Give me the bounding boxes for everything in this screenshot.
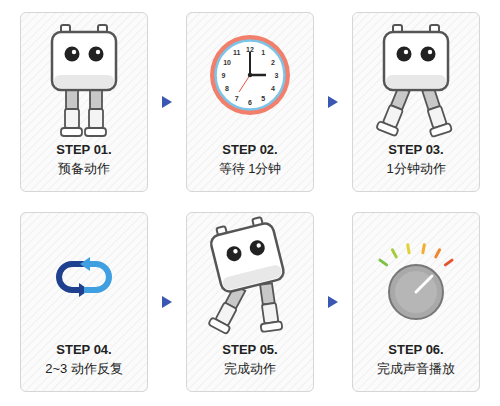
step-arrow [314, 96, 352, 108]
clock-number: 7 [235, 94, 239, 101]
robot-standing [52, 25, 116, 136]
card-ground [352, 12, 480, 192]
arrow-head [328, 96, 338, 108]
clock-number: 3 [275, 72, 279, 79]
step-card: STEP 03.1分钟动作 [352, 12, 480, 192]
step-card: STEP 06.完成声音播放 [352, 212, 480, 392]
clock-number: 5 [261, 94, 265, 101]
clock-number: 10 [223, 58, 231, 65]
step-number: STEP 05. [222, 341, 277, 359]
step-number: STEP 02. [222, 141, 277, 159]
step-label: 预备动作 [58, 159, 110, 178]
clock-number: 4 [271, 85, 275, 92]
volume-knob [380, 245, 452, 319]
step-number: STEP 04. [56, 341, 111, 359]
step-card: STEP 05.完成动作 [186, 212, 314, 392]
step-label: 1分钟动作 [386, 159, 445, 178]
card-ground [186, 12, 314, 192]
clock-number: 9 [222, 72, 226, 79]
step-number: STEP 06. [388, 341, 443, 359]
robot-finishing [208, 215, 286, 334]
step-label: 等待 1分钟 [219, 159, 282, 178]
clock-number: 11 [233, 49, 240, 56]
step-label: 完成动作 [224, 359, 276, 378]
robot-walking [376, 25, 452, 137]
step-number: STEP 03. [388, 141, 443, 159]
clock-icon [210, 35, 290, 115]
card-ground [20, 212, 148, 392]
clock-number: 8 [225, 85, 229, 92]
card-ground [186, 212, 314, 392]
step-card: STEP 04.2~3 动作反复 [20, 212, 148, 392]
step-label: 2~3 动作反复 [45, 359, 123, 378]
clock-number: 6 [248, 98, 252, 105]
step-arrow [148, 96, 186, 108]
arrow-head [328, 296, 338, 308]
card-ground [352, 212, 480, 392]
step-number: STEP 01. [56, 141, 111, 159]
clock-number: 2 [271, 58, 275, 65]
card-ground [20, 12, 148, 192]
arrow-head [162, 296, 172, 308]
step-label: 完成声音播放 [377, 359, 455, 378]
step-arrow [314, 296, 352, 308]
step-arrow [148, 296, 186, 308]
arrow-head [162, 96, 172, 108]
clock-number: 1 [261, 49, 265, 56]
clock-number: 12 [246, 45, 254, 52]
step-card: STEP 01.预备动作 [20, 12, 148, 192]
repeat-icon [59, 257, 109, 297]
